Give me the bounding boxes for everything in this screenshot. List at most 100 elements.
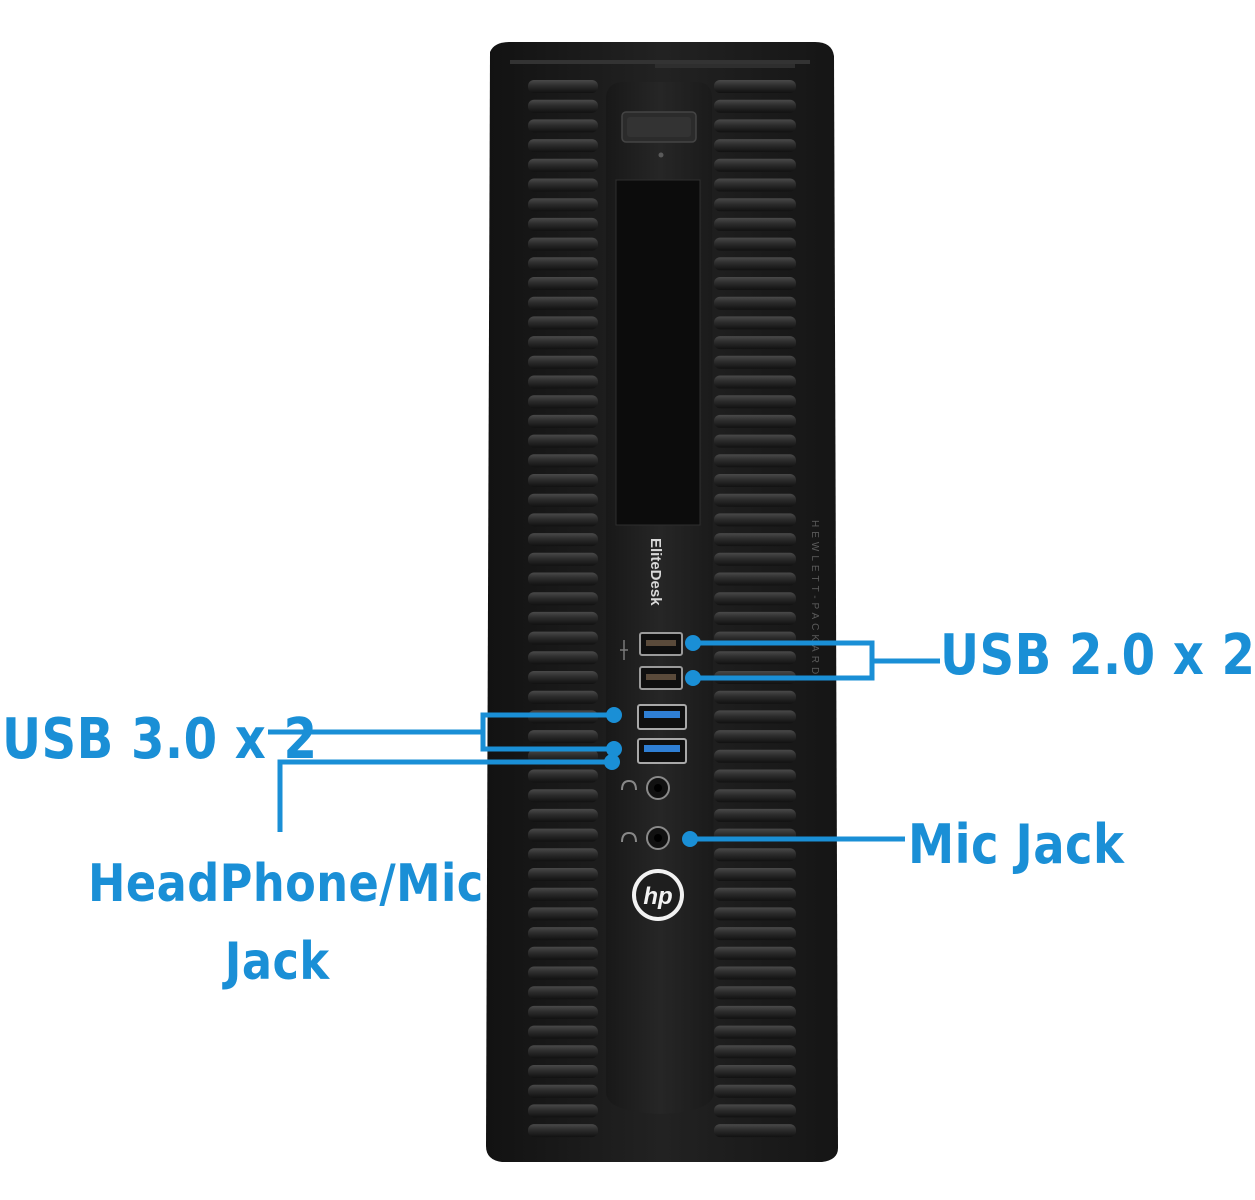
pc-tower-photo: EliteDesk [268, 42, 940, 1162]
vent-slat-right [714, 927, 796, 941]
vent-slat-left [528, 119, 598, 133]
usb-icon [620, 640, 628, 660]
vent-slat-right [714, 1104, 796, 1118]
vent-slat-right [714, 257, 796, 271]
vent-slat-right [714, 848, 796, 862]
vent-slat-right [714, 651, 796, 665]
vent-slat-right [714, 789, 796, 803]
vent-slat-right [714, 1124, 796, 1138]
vent-slat-right [714, 119, 796, 133]
vent-slat-right [714, 1005, 796, 1019]
mic-jack[interactable] [646, 826, 670, 850]
hp-logo: hp [632, 869, 684, 921]
vent-slat-right [714, 690, 796, 704]
vent-slat-right [714, 237, 796, 251]
vent-slat-right [714, 158, 796, 172]
vent-slat-right [714, 887, 796, 901]
vent-slat-right [714, 1065, 796, 1078]
vent-slat-left [528, 474, 598, 487]
vent-slat-right [714, 277, 796, 290]
vent-slat-right [714, 1025, 796, 1039]
vent-slat-right [714, 80, 796, 93]
vent-slat-left [528, 730, 598, 744]
headphone-icon [621, 831, 637, 843]
vent-slat-left [528, 217, 598, 231]
hewlett-packard-side-text: HEWLETT-PACKARD [809, 520, 820, 678]
vent-slat-right [714, 749, 796, 763]
vent-slat-right [714, 946, 796, 960]
vent-slat-left [528, 533, 598, 547]
vent-slat-left [528, 1005, 598, 1019]
vent-slat-left [528, 493, 598, 507]
vent-slat-left [528, 395, 598, 409]
vent-slat-right [714, 178, 796, 192]
vent-slat-left [528, 80, 598, 93]
vent-slat-right [714, 198, 796, 212]
headphone-jack-callout-label: HeadPhone/Mic Jack [88, 854, 484, 992]
vent-slat-left [528, 946, 598, 960]
vent-slat-right [714, 552, 796, 566]
vent-slat-right [714, 592, 796, 606]
vent-slat-left [528, 1104, 598, 1118]
vent-slat-right [714, 907, 796, 921]
vent-slat-left [528, 966, 598, 980]
vent-slat-left [528, 257, 598, 271]
vent-slat-left [528, 651, 598, 665]
right-vent-grille [714, 80, 796, 1138]
usb3-port-bottom[interactable] [637, 738, 687, 764]
callout-lines [268, 640, 940, 842]
vent-slat-right [714, 730, 796, 744]
svg-text:hp: hp [643, 883, 672, 910]
callout-dots [604, 635, 701, 847]
vent-slat-left [528, 631, 598, 645]
headset-icon [621, 779, 637, 791]
vent-slat-right [714, 434, 796, 448]
usb3-callout-label: USB 3.0 x 2 [2, 707, 318, 772]
vent-slat-left [528, 808, 598, 822]
vent-slat-left [528, 178, 598, 192]
vent-slat-right [714, 296, 796, 310]
vent-slat-left [528, 316, 598, 330]
vent-slat-left [528, 927, 598, 941]
vent-slat-left [528, 414, 598, 428]
vent-slat-left [528, 552, 598, 566]
optical-drive-bay [615, 179, 701, 526]
vent-slat-left [528, 99, 598, 113]
vent-slat-right [714, 493, 796, 507]
vent-slat-right [714, 454, 796, 468]
vent-slat-left [528, 789, 598, 803]
vent-slat-left [528, 296, 598, 310]
vent-slat-right [714, 355, 796, 369]
vent-slat-left [528, 355, 598, 369]
vent-slat-left [528, 671, 598, 684]
vent-slat-right [714, 966, 796, 980]
elitedesk-logo-text: EliteDesk [647, 538, 664, 606]
vent-slat-left [528, 454, 598, 468]
vent-slat-left [528, 1124, 598, 1138]
vent-slat-right [714, 808, 796, 822]
vent-slat-right [714, 375, 796, 389]
vent-slat-left [528, 887, 598, 901]
vent-slat-left [528, 868, 598, 881]
usb3-port-top[interactable] [637, 704, 687, 730]
vent-slat-right [714, 611, 796, 625]
vent-slat-left [528, 434, 598, 448]
power-led-icon [658, 152, 664, 158]
vent-slat-right [714, 769, 796, 783]
vent-slat-left [528, 986, 598, 1000]
vent-slat-right [714, 513, 796, 527]
vent-slat-left [528, 1045, 598, 1059]
vent-slat-left [528, 1084, 598, 1098]
vent-slat-left [528, 769, 598, 783]
vent-slat-right [714, 986, 796, 1000]
vent-slat-right [714, 99, 796, 113]
vent-slat-left [528, 198, 598, 212]
vent-slat-left [528, 513, 598, 527]
headphone-mic-combo-jack[interactable] [646, 776, 670, 800]
vent-slat-right [714, 395, 796, 409]
usb2-port-top[interactable] [639, 632, 683, 656]
vent-slat-left [528, 336, 598, 350]
usb2-port-bottom[interactable] [639, 666, 683, 690]
vent-slat-right [714, 139, 796, 153]
vent-slat-right [714, 710, 796, 724]
